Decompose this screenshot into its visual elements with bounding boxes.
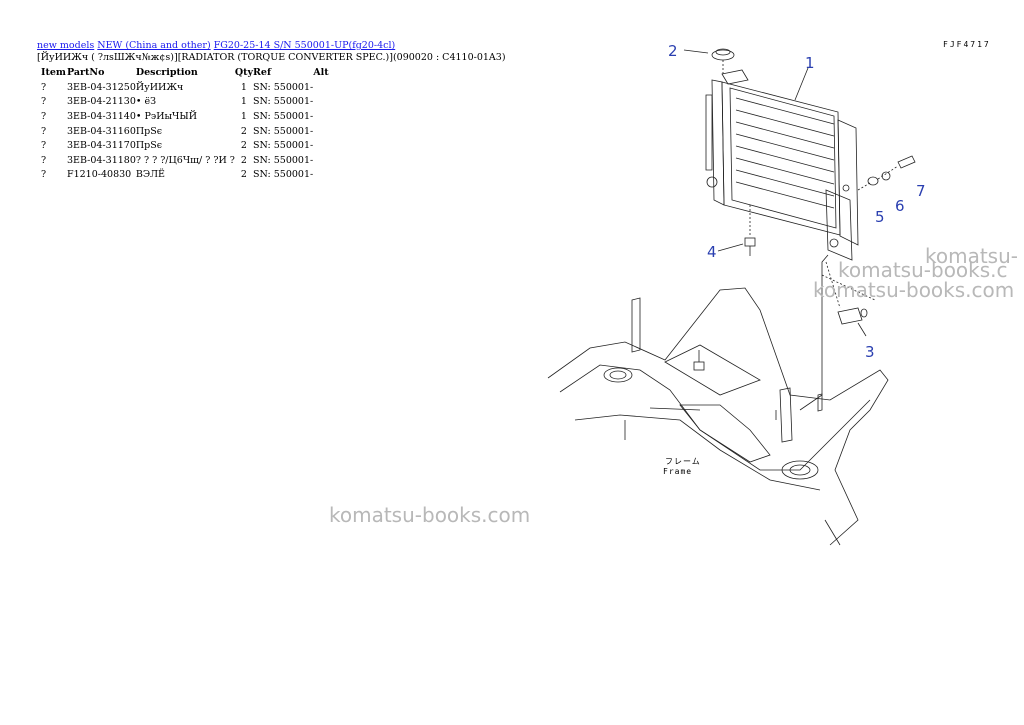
cell-description: • ёЗ — [135, 96, 157, 108]
cell-item: ? — [41, 110, 47, 122]
table-row: ? F1210-40830 ВЭЛЁ 2 SN: 550001- — [37, 168, 333, 183]
table-row: ? 3EB-04-21130 • ёЗ 1 SN: 550001- — [37, 95, 333, 110]
table-row: ? 3EB-04-31250 ЙуИИЖч 1 SN: 550001- — [37, 80, 333, 95]
frame-drawing — [547, 287, 889, 546]
cell-partno: 3EB-04-21130 — [67, 96, 136, 108]
column-header-partno: PartNo — [67, 67, 105, 78]
callout-1: 1 — [805, 54, 815, 72]
bolt-parts-drawing — [857, 155, 916, 191]
callout-4: 4 — [707, 243, 717, 261]
cell-qty: 2 — [240, 154, 247, 166]
cell-ref: SN: 550001- — [253, 154, 314, 166]
table-row: ? 3EB-04-31160 ПрЅє 2 SN: 550001- — [37, 124, 333, 139]
drain-plug-drawing — [744, 205, 756, 256]
watermark-right-3: komatsu-books.com — [813, 278, 1015, 302]
cell-ref: SN: 550001- — [253, 140, 314, 152]
cell-item: ? — [41, 169, 47, 181]
watermark-center: komatsu-books.com — [329, 503, 531, 527]
cell-qty: 2 — [240, 140, 247, 152]
cell-item: ? — [41, 96, 47, 108]
breadcrumb-link-model[interactable]: FG20-25-14 S/N 550001-UP(fg20-4cl) — [213, 40, 396, 51]
cell-partno: 3EB-04-31160 — [67, 125, 136, 137]
callout-3: 3 — [865, 343, 875, 361]
breadcrumb-link-new-china[interactable]: NEW (China and other) — [97, 40, 211, 51]
callout-6: 6 — [895, 197, 905, 215]
hose-part-drawing — [825, 261, 868, 325]
cell-description: • РэИыЧЫЙ — [135, 110, 198, 122]
cell-item: ? — [41, 125, 47, 137]
cell-item: ? — [41, 81, 47, 93]
parts-table: Item PartNo Description Qty Ref Alt ? 3E… — [37, 65, 333, 182]
cell-ref: SN: 550001- — [253, 96, 314, 108]
cell-qty: 1 — [240, 96, 247, 108]
radiator-cap-drawing — [711, 48, 735, 75]
watermark-right-1: komatsu- — [925, 244, 1018, 268]
cell-partno: 3EB-04-31140 — [67, 110, 136, 122]
page-title: [ЙуИИЖч ( ?лѕШЖч№ж¢ѕ)][RADIATOR (TORQUE … — [37, 52, 506, 63]
cell-description: ЙуИИЖч — [135, 81, 184, 93]
callout-7: 7 — [916, 182, 926, 200]
cell-ref: SN: 550001- — [253, 125, 314, 137]
table-row: ? 3EB-04-31170 ПрЅє 2 SN: 550001- — [37, 138, 333, 153]
frame-label-jp: フレーム — [665, 457, 701, 466]
diagram-code: FJF4717 — [943, 40, 991, 49]
cell-partno: 3EB-04-31170 — [67, 140, 136, 152]
cell-description: ПрЅє — [135, 140, 163, 152]
cell-ref: SN: 550001- — [253, 169, 314, 181]
cell-ref: SN: 550001- — [253, 110, 314, 122]
radiator-drawing — [705, 69, 859, 261]
breadcrumb-link-new-models[interactable]: new models — [37, 40, 95, 51]
column-header-ref: Ref — [253, 67, 272, 78]
cell-qty: 2 — [240, 169, 247, 181]
cell-qty: 1 — [240, 81, 247, 93]
cell-description: ? ? ? ?/Ц6Чщ/ ? ?И ? — [135, 154, 235, 166]
callout-5: 5 — [875, 208, 885, 226]
cell-partno: 3EB-04-31250 — [67, 81, 136, 93]
cell-partno: F1210-40830 — [67, 169, 132, 181]
column-header-item: Item — [41, 67, 66, 78]
callout-2: 2 — [668, 42, 678, 60]
breadcrumb: new models NEW (China and other) FG20-25… — [37, 40, 395, 51]
table-row: ? 3EB-04-31180 ? ? ? ?/Ц6Чщ/ ? ?И ? 2 SN… — [37, 153, 333, 168]
frame-label: Frame — [663, 467, 692, 476]
watermark-right-2: komatsu-books.c — [838, 258, 1008, 282]
cell-description: ПрЅє — [135, 125, 163, 137]
cell-description: ВЭЛЁ — [135, 169, 165, 181]
cell-qty: 1 — [240, 110, 247, 122]
table-header-row: Item PartNo Description Qty Ref Alt — [37, 65, 333, 80]
cell-qty: 2 — [240, 125, 247, 137]
cell-ref: SN: 550001- — [253, 81, 314, 93]
cell-item: ? — [41, 140, 47, 152]
column-header-alt: Alt — [313, 67, 329, 78]
cell-partno: 3EB-04-31180 — [67, 154, 136, 166]
column-header-qty: Qty — [234, 67, 254, 78]
table-row: ? 3EB-04-31140 • РэИыЧЫЙ 1 SN: 550001- — [37, 109, 333, 124]
cell-item: ? — [41, 154, 47, 166]
column-header-description: Description — [135, 67, 198, 78]
